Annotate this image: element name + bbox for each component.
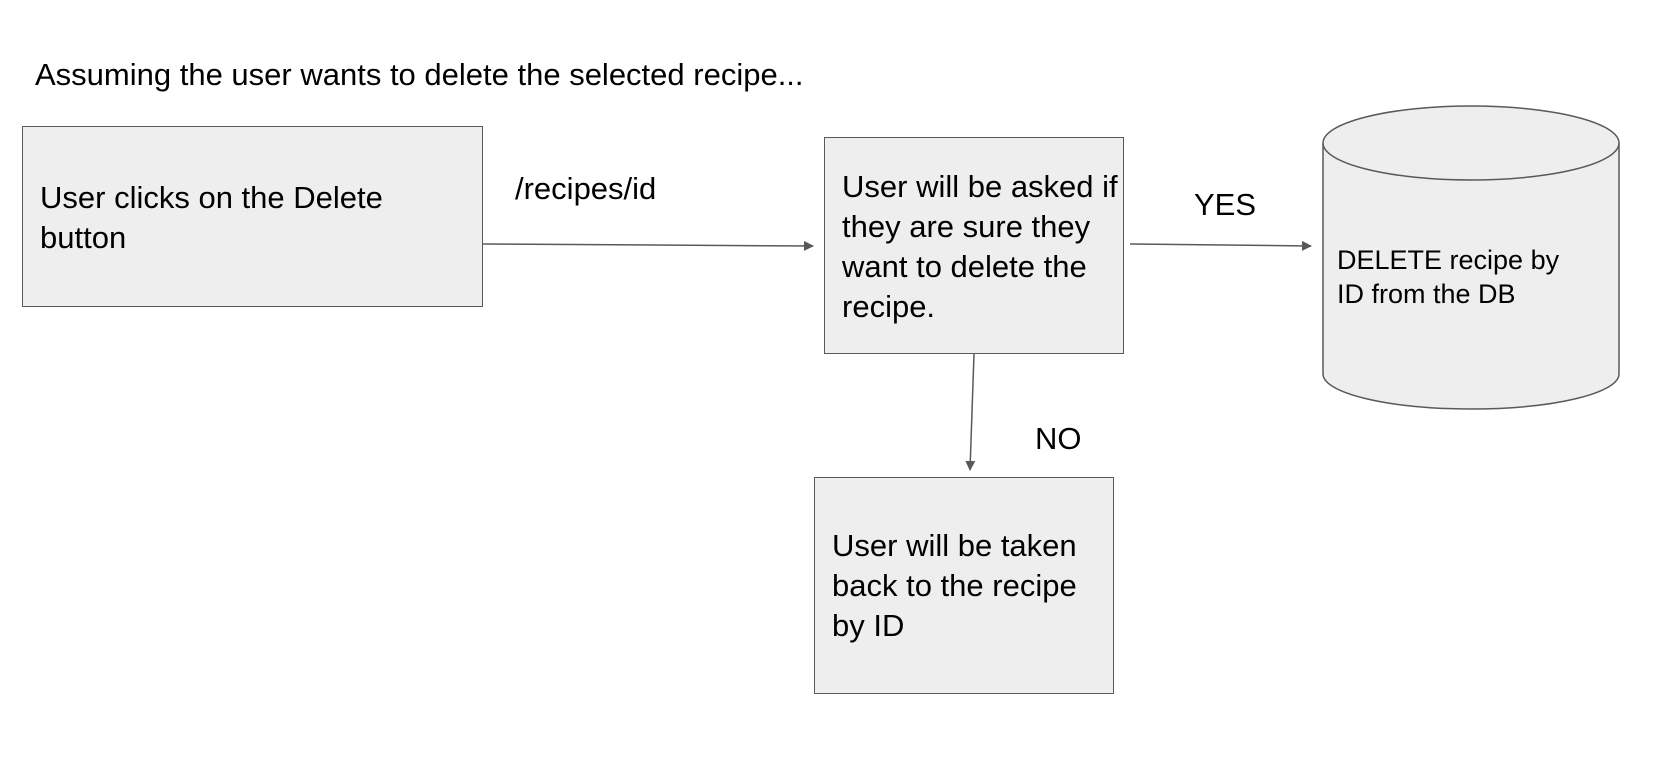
database-cylinder	[1322, 105, 1620, 410]
edge-label-no: NO	[1035, 421, 1082, 456]
arrow-yes	[1129, 240, 1312, 251]
node-confirm-prompt	[824, 137, 1124, 354]
arrow-no	[965, 353, 976, 471]
node-back-to-recipe	[814, 477, 1114, 694]
node-delete-db-text: DELETE recipe by ID from the DB	[1337, 245, 1560, 309]
diagram-heading: Assuming the user wants to delete the se…	[35, 57, 804, 92]
node-confirm-prompt-text: User will be asked if they are sure they…	[842, 169, 1118, 324]
node-click-delete	[22, 126, 483, 307]
node-back-to-recipe-text: User will be taken back to the recipe by…	[832, 528, 1077, 643]
node-click-delete-text: User clicks on the Delete button	[40, 180, 383, 255]
edge-label-route: /recipes/id	[515, 171, 657, 206]
arrow-click-to-confirm	[481, 240, 814, 251]
edge-label-yes: YES	[1194, 187, 1257, 222]
